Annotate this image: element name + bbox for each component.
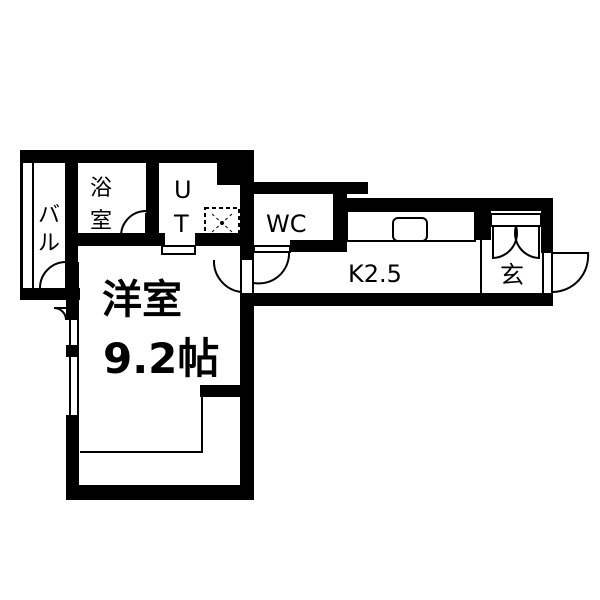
entrance-door[interactable] <box>552 252 590 293</box>
balcony-label-1: バ <box>38 203 60 228</box>
bath-label-1: 浴 <box>90 176 112 201</box>
wc-label: WC <box>266 210 307 238</box>
western-room-label-1: 洋室 <box>102 277 182 323</box>
walls <box>20 150 553 500</box>
drain-icon <box>220 221 224 225</box>
bath-door[interactable] <box>120 210 147 237</box>
ut-label-2: T <box>173 210 189 238</box>
room-door[interactable] <box>212 259 242 293</box>
fixtures <box>204 207 428 242</box>
balcony-door[interactable] <box>39 261 67 289</box>
balcony-label-2: ル <box>38 231 60 256</box>
western-room-label-2: 9.2帖 <box>103 334 219 383</box>
western-side-door[interactable] <box>53 307 67 321</box>
kitchen-sink-icon <box>392 217 428 242</box>
kitchen-label: K2.5 <box>348 260 402 288</box>
door-swings <box>39 210 590 321</box>
washing-machine-pan <box>204 207 240 239</box>
ut-label-1: U <box>174 176 192 204</box>
entrance-label: 玄 <box>500 261 524 289</box>
shoebox-doors[interactable] <box>492 225 540 260</box>
thin-lines <box>32 163 553 453</box>
wc-door[interactable] <box>253 251 291 285</box>
bath-label-2: 室 <box>90 209 112 234</box>
